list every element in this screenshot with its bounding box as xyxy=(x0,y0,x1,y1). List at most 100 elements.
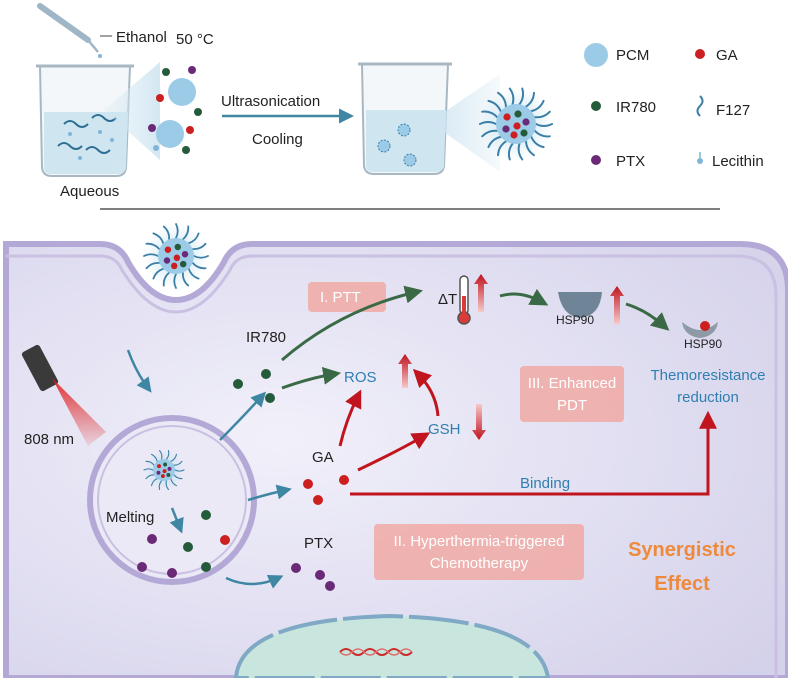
synergy-line2: Effect xyxy=(654,573,710,595)
f127-chain xyxy=(533,129,551,138)
temperature-up-arrow xyxy=(474,274,488,312)
f127-chain xyxy=(530,135,545,149)
pdt-box-line1: III. Enhanced xyxy=(528,375,616,392)
f127-chain xyxy=(181,271,190,287)
f127-chain xyxy=(145,242,161,251)
ros-up-arrow xyxy=(398,354,412,388)
f127-chain xyxy=(187,267,200,280)
f127-chain xyxy=(170,453,178,462)
f127-chain xyxy=(143,253,159,257)
f127-chain xyxy=(173,460,183,466)
thermoresistance-line2: reduction xyxy=(677,389,739,406)
ptt-box xyxy=(308,282,386,312)
f127-chain xyxy=(507,142,514,161)
hsp90-bound-label: HSP90 xyxy=(684,337,722,351)
f127-chain xyxy=(191,242,207,251)
f127-chain xyxy=(143,468,154,471)
hsp90-icon xyxy=(558,292,602,318)
f127-chain xyxy=(508,87,515,106)
hsp90-bound-icon xyxy=(682,321,718,338)
legend-lecithin-swatch xyxy=(697,158,703,164)
f127-chain xyxy=(174,469,185,472)
drug-dot xyxy=(514,110,522,118)
gsh-label: GSH xyxy=(428,421,461,438)
nanoparticle-top xyxy=(479,87,553,161)
drug-dot xyxy=(164,246,172,253)
laser-label: 808 nm xyxy=(24,431,74,448)
cell-membrane-inner xyxy=(6,254,778,678)
ptt-box-label: I. PTT xyxy=(320,289,361,306)
f127-chain xyxy=(150,478,158,487)
f127-chain xyxy=(187,232,200,245)
f127-chain xyxy=(162,271,171,287)
ir780-label: IR780 xyxy=(246,329,286,346)
f127-chain xyxy=(152,232,165,245)
f127-chain xyxy=(497,140,507,157)
legend-pcm-swatch xyxy=(584,43,608,67)
legend-ga: GA xyxy=(716,47,738,64)
drug-dot xyxy=(174,243,182,251)
cooling-label: Cooling xyxy=(252,131,303,148)
f127-chain xyxy=(173,273,177,289)
ga-to-ros-arrow xyxy=(338,389,362,447)
f127-chain xyxy=(152,267,165,280)
f127-chain xyxy=(181,225,190,241)
uptake-arrow xyxy=(126,349,152,393)
beaker-left xyxy=(36,64,134,177)
drug-dot xyxy=(167,466,172,471)
f127-chain xyxy=(487,135,502,149)
f127-chain xyxy=(173,474,183,480)
pdt-box-line2: PDT xyxy=(557,397,587,414)
drug-dot xyxy=(502,125,510,133)
drug-dot xyxy=(157,464,162,469)
release-arrow-ptx xyxy=(225,574,284,589)
gsh-down-arrow xyxy=(472,404,486,440)
f127-chain xyxy=(517,142,524,161)
nucleus xyxy=(233,613,551,678)
aqueous-label: Aqueous xyxy=(60,183,119,200)
components-cluster xyxy=(148,66,202,154)
beaker-right xyxy=(358,62,452,175)
legend: PCM GA IR780 F127 PTX Lecithin xyxy=(584,43,764,170)
legend-f127: F127 xyxy=(716,102,750,119)
f127-chain xyxy=(497,91,507,108)
gsh-to-ros-arrow xyxy=(412,368,440,417)
drug-dot xyxy=(162,469,167,474)
legend-lecithin: Lecithin xyxy=(712,153,764,170)
f127-chain xyxy=(535,123,553,127)
f127-chain xyxy=(175,223,179,239)
f127-chain xyxy=(170,478,178,487)
f127-chain xyxy=(479,121,497,125)
ros-label: ROS xyxy=(344,369,377,386)
chemo-box-line2: Chemotherapy xyxy=(430,555,529,572)
f127-chain xyxy=(150,453,158,462)
heat-to-hsp90-arrow xyxy=(499,288,549,306)
nanoparticle-membrane xyxy=(143,223,209,289)
release-arrow-ga xyxy=(247,484,292,502)
drug-dot xyxy=(160,474,165,479)
binding-arrow xyxy=(350,410,717,496)
f127-chain xyxy=(193,255,209,259)
f127-chain xyxy=(145,261,161,270)
ga-label: GA xyxy=(312,449,334,466)
f127-chain xyxy=(481,129,499,138)
f127-chain xyxy=(162,225,171,241)
binding-label: Binding xyxy=(520,475,570,492)
f127-chain xyxy=(487,99,502,113)
ir780-to-ros-arrow xyxy=(281,366,342,390)
legend-ptx-swatch xyxy=(591,155,601,165)
drug-dot xyxy=(520,129,528,137)
ultrasonication-label: Ultrasonication xyxy=(221,93,320,110)
f127-chain xyxy=(533,110,551,119)
f127-chain xyxy=(481,110,499,119)
f127-chain xyxy=(145,460,155,466)
f127-chain xyxy=(525,140,535,157)
drug-dot xyxy=(510,131,518,139)
drug-dot xyxy=(173,254,181,262)
f127-chain xyxy=(530,99,545,113)
legend-pcm: PCM xyxy=(616,47,649,64)
melting-label: Melting xyxy=(106,509,154,526)
thermometer-icon xyxy=(457,275,471,325)
delta-t-label: ΔT xyxy=(438,291,457,308)
drug-dot xyxy=(522,118,530,126)
